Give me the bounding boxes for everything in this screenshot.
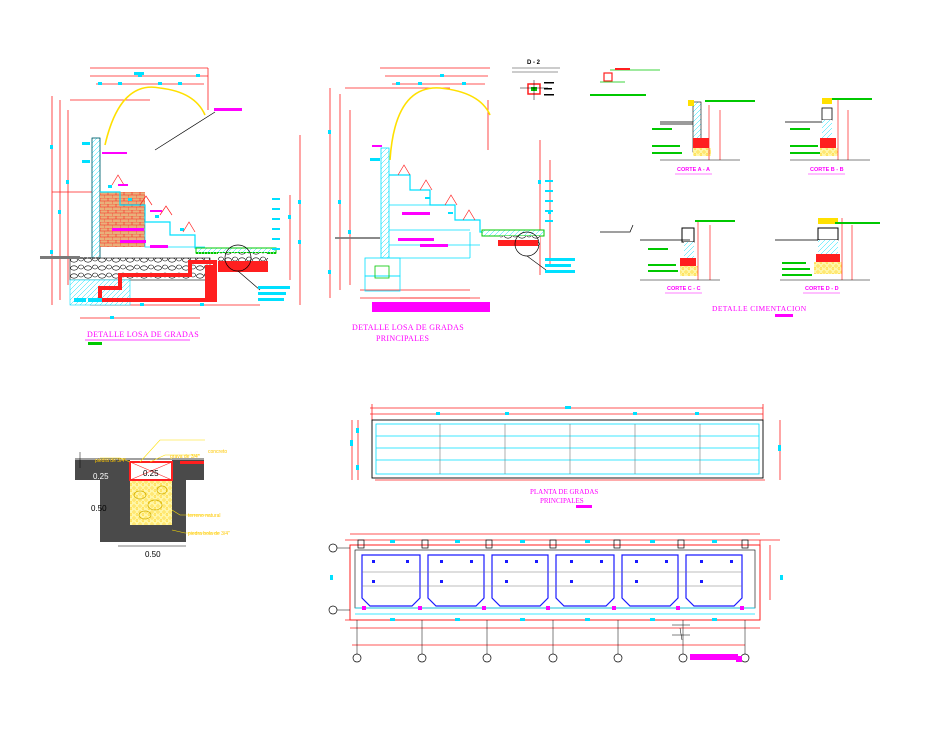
footing-label-piedra-bola: piedra bola de 3/4" [188, 531, 230, 537]
footing-label-terreno: terreno natural [188, 513, 221, 519]
label-d2: D - 2 [527, 60, 541, 66]
footing-dim-height: 0.50 [91, 504, 107, 513]
corte-d-d: CORTE D - D [775, 218, 880, 294]
title-detalle-cimentacion: DETALLE CIMENTACION [712, 304, 807, 313]
title-detalle-losa-gradas-1: DETALLE LOSA DE GRADAS [87, 330, 199, 339]
footing-dim-top-center: 0.25 [143, 469, 159, 478]
label-corte-d-d: CORTE D - D [805, 286, 839, 292]
footing-label-grava: grava de 3/4" [170, 454, 200, 460]
detail-small-top [590, 68, 660, 96]
footing-label-concreto: concreto [208, 449, 227, 455]
title-principales: PRINCIPALES [376, 334, 429, 343]
footing-dim-top-left: 0.25 [93, 472, 109, 481]
label-corte-b-b: CORTE B - B [810, 167, 844, 173]
detail-losa-gradas-1: DETALLE LOSA DE GRADAS [40, 67, 301, 345]
title-planta-principales: PRINCIPALES [540, 497, 584, 505]
footing-label-piedra: piedra de 3/4" [95, 458, 126, 464]
footing-detail: 0.25 0.25 0.50 0.50 concreto grava de 3/… [75, 439, 230, 559]
planta-gradas: PLANTA DE GRADAS PRINCIPALES [350, 404, 781, 508]
scale-mark-cimentacion [775, 314, 793, 317]
detail-d2: D - 2 [512, 60, 560, 100]
label-corte-c-c: CORTE C - C [667, 286, 701, 292]
planta-cimentacion [328, 533, 783, 663]
corte-b-b: CORTE B - B [785, 98, 872, 175]
title-detalle-losa-gradas-2: DETALLE LOSA DE GRADAS [352, 323, 464, 332]
detail-losa-gradas-principales: DETALLE LOSA DE GRADAS PRINCIPALES [328, 67, 575, 343]
corte-a-a: CORTE A - A [652, 100, 755, 175]
footing-dim-width: 0.50 [145, 550, 161, 559]
corte-c-c: CORTE C - C [600, 220, 735, 294]
title-planta-gradas: PLANTA DE GRADAS [530, 488, 598, 496]
label-corte-a-a: CORTE A - A [677, 167, 710, 173]
